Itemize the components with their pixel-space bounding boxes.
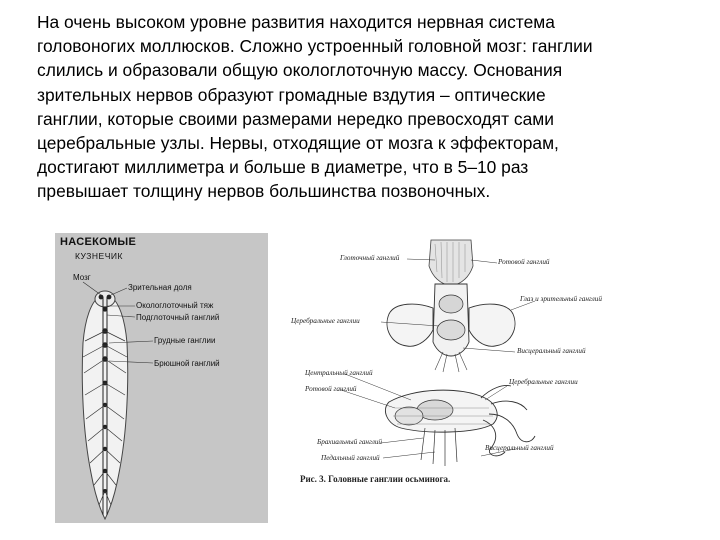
text-line: слились и образовали общую окологлоточну… [37,60,563,81]
text-line: превышает толщину нервов большинства поз… [37,181,491,202]
text-line: головоногих моллюсков. Сложно устроенный… [37,36,593,57]
label-thoracic-ganglia: Грудные ганглии [154,336,216,345]
text-line: зрительных нервов образуют громадные взд… [37,84,546,105]
insect-figure-subtitle: КУЗНЕЧИК [75,251,123,261]
label-buccal-ganglion-top: Ротовой ганглий [498,258,550,266]
label-eye-optic-ganglion: Глаз и зрительный ганглий [520,295,602,303]
label-buccal-ganglion-bottom: Ротовой ганглий [305,385,357,393]
figure-caption: Рис. 3. Головные ганглии осьминога. [300,474,451,484]
label-central-ganglion: Центральный ганглий [305,369,373,377]
label-cerebral-ganglia-bottom: Церебральные ганглии [509,378,578,386]
label-abdominal-ganglion: Брюшной ганглий [154,359,220,368]
insect-figure-title: НАСЕКОМЫЕ [60,236,137,248]
text-line: ганглии, которые своими размерами нередк… [37,108,554,129]
octopus-ganglia-figure: Глоточный ганглий Ротовой ганглий Глаз и… [285,238,610,488]
main-paragraph: На очень высоком уровне развития находит… [37,10,707,204]
label-visceral-ganglion-top: Висцеральный ганглий [517,347,586,355]
label-pedal-ganglion: Педальный ганглий [321,454,380,462]
text-line: На очень высоком уровне развития находит… [37,12,555,32]
label-brain: Мозг [73,273,91,282]
octopus-illustration [340,239,536,466]
grasshopper-illustration [55,233,268,523]
label-pharyngeal-ganglion: Глоточный ганглий [340,254,400,262]
label-subesophageal-ganglion: Подглоточный ганглий [136,313,220,322]
label-optic-lobe: Зрительная доля [128,283,192,292]
text-line: церебральные узлы. Нервы, отходящие от м… [37,133,559,154]
text-line: достигают миллиметра и больше в диаметре… [37,157,529,178]
label-visceral-ganglion-bottom: Висцеральный ганглий [485,444,554,452]
label-cerebral-ganglia-top: Церебральные ганглии [291,317,360,325]
label-circumesophageal-cord: Окологлоточный тяж [136,301,214,310]
grasshopper-nervous-system-figure: НАСЕКОМЫЕ КУЗНЕЧИК Мозг Зрительная доля … [55,233,268,523]
label-brachial-ganglion: Брахиальный ганглий [317,438,383,446]
